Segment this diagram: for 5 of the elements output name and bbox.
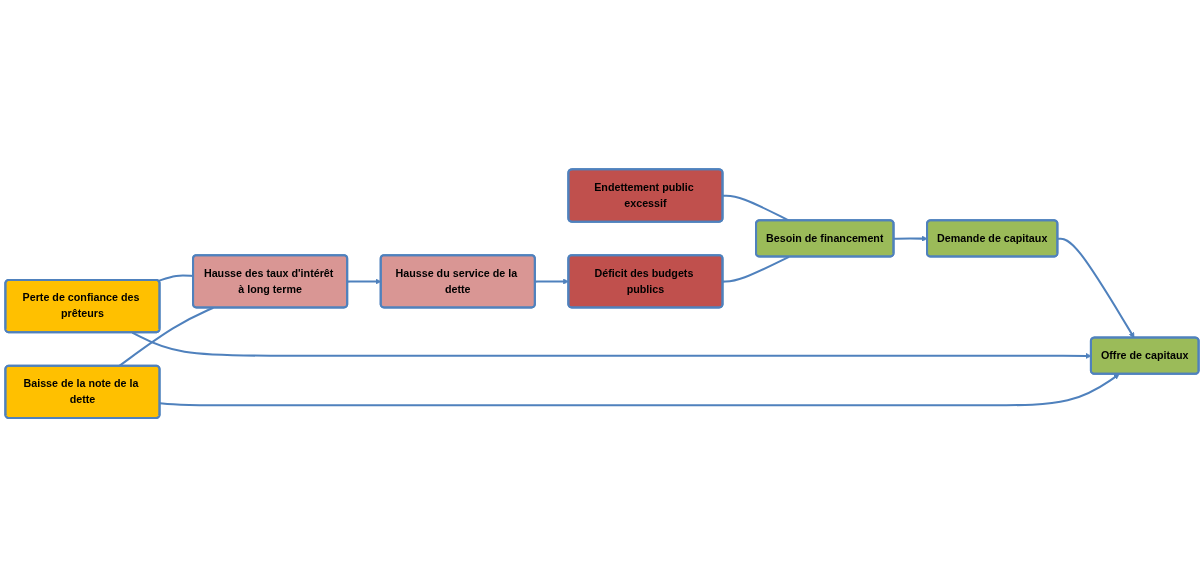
arrow <box>159 374 1120 407</box>
connector <box>722 256 790 283</box>
arrow <box>893 236 928 242</box>
connector <box>158 274 194 283</box>
arrow <box>535 278 569 285</box>
